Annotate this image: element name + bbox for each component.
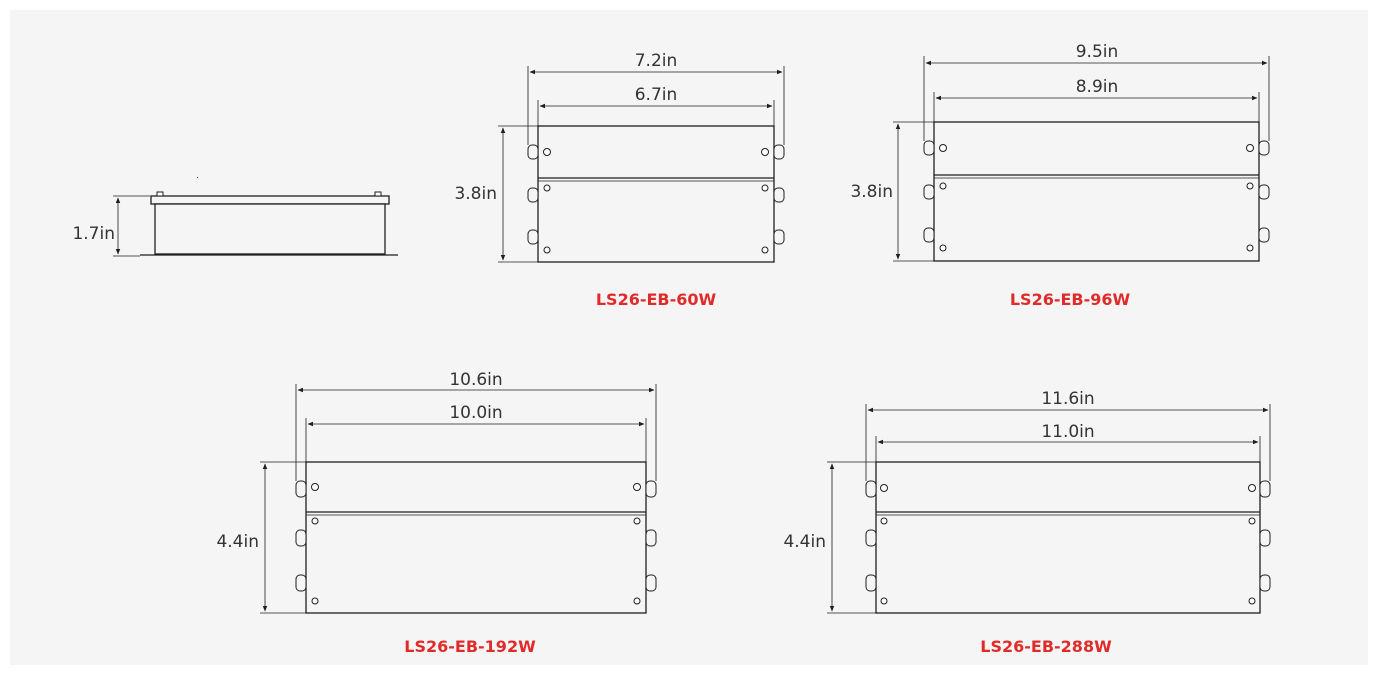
mount-tab [645,574,657,592]
drawing-ls26-eb-288w: 11.6in 11.0in 4.4in LS26-EB-288W [783,389,1271,656]
body-hole [543,246,551,254]
overall-width-label: 11.6in [1041,389,1094,409]
side-view-screw-right [374,191,382,197]
lid-screw [939,144,947,152]
side-view-screw-left [156,191,164,197]
mount-tab [527,229,539,245]
overall-width-label: 10.6in [449,370,502,390]
lid-screw [311,483,319,491]
lid-screw [1248,484,1256,492]
body-hole [1246,244,1254,252]
body-width-label: 8.9in [1076,77,1119,97]
body-hole [761,184,769,192]
height-label: 4.4in [216,532,259,552]
mount-tab [923,227,935,243]
model-label: LS26-EB-192W [404,637,536,656]
body-hole [939,182,947,190]
side-view: 1.7in [72,176,398,257]
overall-width-label: 9.5in [1076,42,1119,62]
model-label: LS26-EB-60W [596,290,717,309]
mount-tab [773,144,785,160]
side-view-lid [150,195,390,205]
mount-tab [645,529,657,547]
lid-screw [761,148,769,156]
mount-tab [1258,227,1270,243]
lid-screw [543,148,551,156]
drawing-ls26-eb-60w: 7.2in 6.7in 3.8in LS26-EB-60W [454,51,785,309]
lid-screw [880,484,888,492]
mount-tab [923,184,935,200]
body-hole [939,244,947,252]
body-hole [311,597,319,605]
mount-tab [1259,480,1271,498]
mount-tab [865,480,877,498]
mount-tab [1258,140,1270,156]
mount-tab [773,187,785,203]
body-width-label: 10.0in [449,403,502,423]
height-label: 4.4in [783,532,826,552]
drawing-ls26-eb-96w: 9.5in 8.9in 3.8in LS26-EB-96W [850,42,1270,309]
body-hole [543,184,551,192]
body-hole [880,597,888,605]
body-hole [761,246,769,254]
body-hole [1246,182,1254,190]
body-hole [1248,517,1256,525]
overall-width-label: 7.2in [635,51,678,71]
mount-tab [773,229,785,245]
height-label: 3.8in [850,182,893,202]
mount-tab [295,574,307,592]
lid-screw [1246,144,1254,152]
driver-body [537,125,775,263]
mount-tab [527,187,539,203]
mount-tab [295,480,307,498]
model-label: LS26-EB-288W [980,637,1112,656]
mount-tab [865,529,877,547]
body-width-label: 11.0in [1041,422,1094,442]
body-hole [633,597,641,605]
drawing-ls26-eb-192w: 10.6in 10.0in 4.4in LS26-EB-192W [216,370,657,656]
body-hole [633,517,641,525]
height-label: 3.8in [454,184,497,204]
driver-body [875,461,1261,614]
lid-screw [633,483,641,491]
body-width-label: 6.7in [635,85,678,105]
mount-tab [527,144,539,160]
body-hole [311,517,319,525]
body-hole [880,517,888,525]
mount-tab [295,529,307,547]
mount-tab [645,480,657,498]
model-label: LS26-EB-96W [1010,290,1131,309]
mount-tab [1258,184,1270,200]
speck-mark [196,176,199,179]
driver-body [933,121,1260,262]
side-view-body [154,203,386,255]
mount-tab [1259,529,1271,547]
side-view-height-label: 1.7in [72,224,115,244]
mount-tab [923,140,935,156]
mount-tab [865,574,877,592]
mount-tab [1259,574,1271,592]
driver-body [305,461,647,614]
body-hole [1248,597,1256,605]
